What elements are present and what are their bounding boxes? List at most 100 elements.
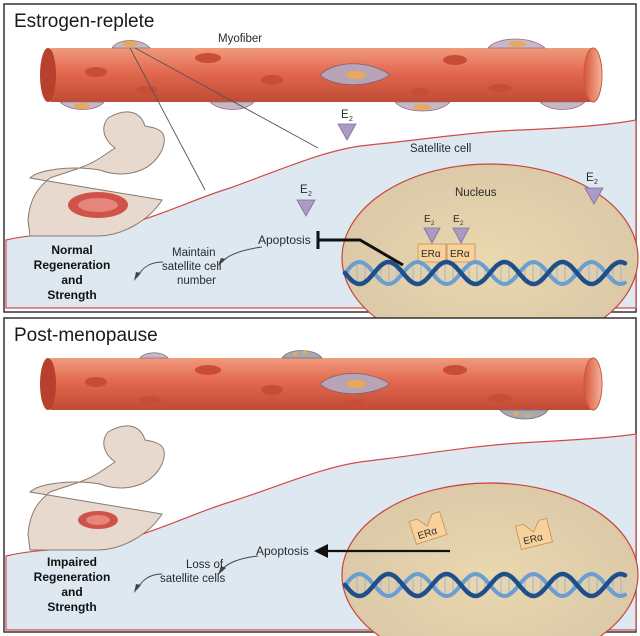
effect-line: Loss of bbox=[186, 559, 224, 571]
effect-line: satellite cells bbox=[160, 573, 225, 585]
outcome-line: Strength bbox=[47, 600, 96, 614]
fiber-nucleus bbox=[443, 365, 467, 375]
fiber-nucleus bbox=[139, 396, 161, 404]
myofiber-end-right bbox=[583, 357, 603, 411]
hormone-subscript: 2 bbox=[594, 179, 598, 186]
satellite-cell-small bbox=[139, 352, 169, 359]
dna-strand bbox=[342, 571, 628, 599]
arm-silhouette bbox=[27, 425, 165, 551]
outcome-line: Normal bbox=[51, 243, 92, 257]
flexed-arm bbox=[27, 111, 165, 237]
estrogen-receptor-bound: ERα E 2 bbox=[417, 214, 447, 263]
receptor-label: ERα bbox=[450, 249, 470, 260]
fiber-nucleus bbox=[261, 75, 283, 85]
dna-strand bbox=[342, 259, 628, 287]
fiber-nucleus bbox=[410, 88, 430, 96]
myofiber-end-left bbox=[40, 358, 56, 410]
apoptosis-label: Apoptosis bbox=[258, 233, 311, 247]
apoptotic-cell bbox=[499, 409, 549, 420]
fiber-nucleus bbox=[136, 86, 158, 94]
hormone-triangle-icon bbox=[584, 187, 604, 205]
receptor-shape bbox=[515, 518, 553, 550]
satellite-cell-small bbox=[539, 101, 586, 110]
outcome-line: Strength bbox=[47, 288, 96, 302]
satellite-nucleus bbox=[346, 71, 366, 79]
hormone-subscript: 2 bbox=[431, 221, 435, 227]
hormone-label: E bbox=[453, 214, 460, 225]
apoptotic-fragment bbox=[526, 414, 530, 418]
panel-title: Post-menopause bbox=[14, 325, 158, 346]
fiber-nucleus bbox=[488, 394, 512, 402]
fiber-nucleus bbox=[85, 67, 107, 77]
receptor-shape bbox=[408, 511, 448, 545]
fiber-nucleus bbox=[85, 377, 107, 387]
estrogen-receptor-bound: ERα E 2 bbox=[446, 214, 476, 263]
outcome-line: and bbox=[61, 585, 82, 599]
hormone-label: E bbox=[586, 172, 594, 184]
hormone-triangle-icon bbox=[337, 123, 357, 141]
satellite-nucleus bbox=[74, 103, 90, 109]
effect-line: number bbox=[177, 275, 216, 287]
arm-muscle-highlight bbox=[86, 515, 110, 525]
satellite-nucleus bbox=[122, 41, 138, 47]
fiber-nucleus bbox=[261, 385, 283, 395]
arrow-head-icon bbox=[218, 566, 226, 575]
receptor-label: ERα bbox=[522, 532, 544, 547]
myofiber-end-left bbox=[40, 48, 56, 102]
effect-line: Maintain bbox=[172, 247, 215, 259]
outcome-line: Regeneration bbox=[34, 258, 111, 272]
dna-helix bbox=[342, 259, 628, 287]
satellite-nucleus bbox=[413, 104, 431, 110]
apoptotic-fragment bbox=[514, 412, 518, 416]
hormone-label: E bbox=[341, 109, 349, 121]
panel-estrogen-replete: Estrogen-replete Nucleus bbox=[3, 3, 639, 353]
estradiol-hormone: E 2 bbox=[337, 109, 357, 141]
apoptosis-label: Apoptosis bbox=[256, 544, 309, 558]
arrow-head-icon bbox=[134, 584, 141, 593]
receptor-box bbox=[446, 243, 476, 263]
apoptotic-fragment bbox=[293, 352, 297, 356]
hormone-subscript: 2 bbox=[460, 221, 464, 227]
myofiber-end-right bbox=[583, 47, 603, 103]
myofiber bbox=[40, 38, 603, 112]
hormone-label: E bbox=[424, 214, 431, 225]
satellite-cell-label: Satellite cell bbox=[410, 143, 471, 155]
outcome-line: and bbox=[61, 273, 82, 287]
hormone-triangle-icon bbox=[296, 199, 316, 217]
estradiol-hormone: E 2 bbox=[296, 184, 316, 217]
zoom-line bbox=[129, 47, 206, 191]
myofiber bbox=[40, 350, 603, 420]
satellite-nucleus bbox=[346, 380, 366, 388]
receptor-label: ERα bbox=[421, 249, 441, 260]
fiber-nucleus bbox=[345, 400, 365, 408]
fiber-nucleus bbox=[443, 55, 467, 65]
outcome-line: Regeneration bbox=[34, 570, 111, 584]
arm-silhouette bbox=[27, 111, 165, 237]
arrow-head-icon bbox=[218, 258, 226, 266]
fiber-nucleus bbox=[488, 84, 512, 92]
estradiol-hormone: E 2 bbox=[584, 172, 604, 205]
arrow-head-icon bbox=[134, 272, 141, 281]
hormone-triangle-icon bbox=[452, 227, 470, 244]
fiber-nucleus bbox=[195, 365, 221, 375]
estrogen-receptor-unbound: ERα bbox=[515, 518, 553, 550]
dna-helix bbox=[342, 571, 628, 599]
zoom-line bbox=[134, 47, 319, 149]
arrow-head-icon bbox=[314, 544, 328, 558]
effect-line: satellite cell bbox=[162, 261, 221, 273]
panel-post-menopause: Post-menopause bbox=[3, 317, 639, 636]
fiber-nucleus bbox=[195, 53, 221, 63]
nucleus-label: Nucleus bbox=[455, 187, 497, 199]
arm-muscle-highlight bbox=[78, 198, 118, 212]
satellite-cell-small bbox=[209, 101, 255, 110]
estrogen-receptor-unbound: ERα bbox=[408, 511, 448, 545]
outcome-line: Impaired bbox=[47, 555, 97, 569]
inhibition-line bbox=[318, 238, 404, 267]
hormone-subscript: 2 bbox=[308, 191, 312, 198]
panel-title: Estrogen-replete bbox=[14, 11, 154, 32]
apoptotic-fragment bbox=[303, 350, 307, 354]
receptor-box bbox=[417, 243, 447, 263]
satellite-nucleus bbox=[508, 41, 526, 47]
